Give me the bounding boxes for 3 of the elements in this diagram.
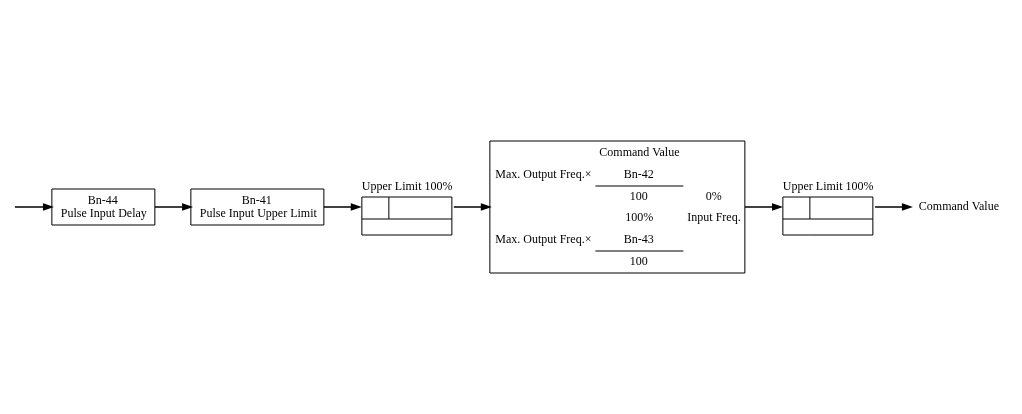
node-text: Upper Limit 100% xyxy=(361,178,453,193)
node-text: Upper Limit 100% xyxy=(782,178,874,193)
node-text: Command Value xyxy=(918,199,999,214)
